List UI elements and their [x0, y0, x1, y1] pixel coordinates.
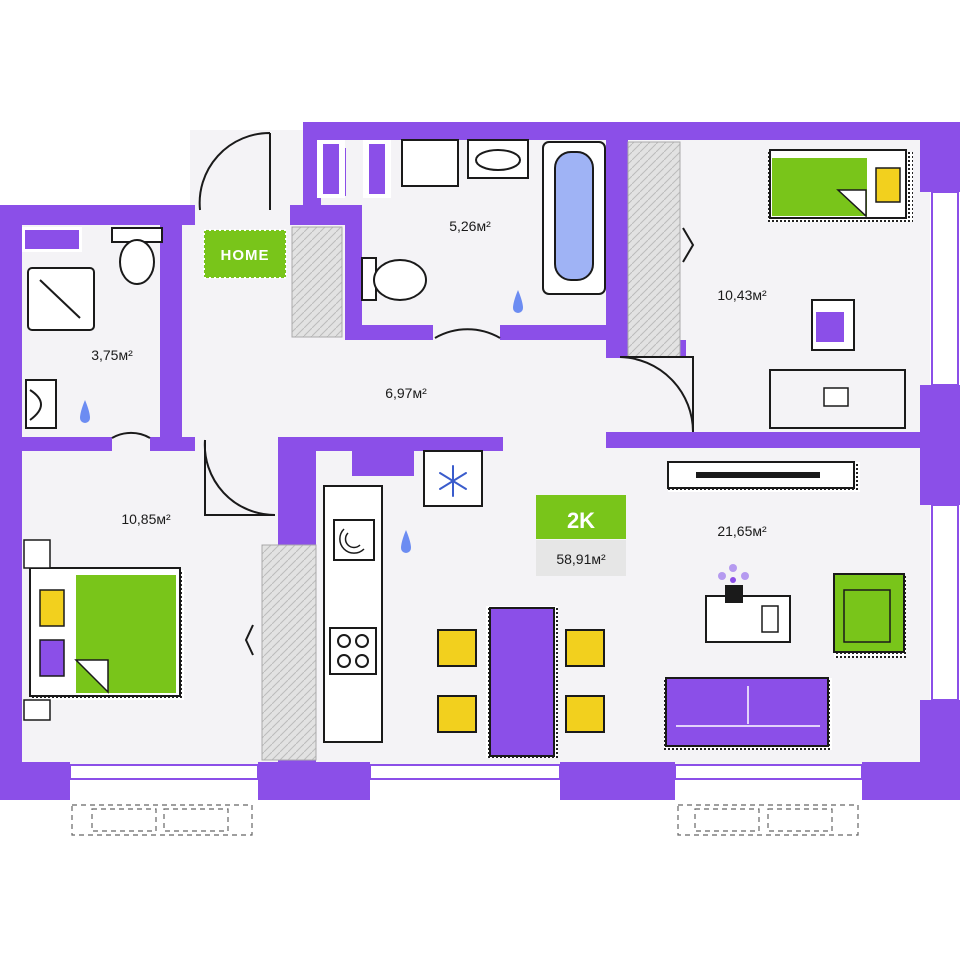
bedroom-left-furniture: [23, 539, 184, 721]
room-area-labels: 5,26м² 10,43м² 3,75м² 6,97м² 10,85м² 21,…: [91, 218, 767, 539]
bedroom-top-right-furniture: [768, 149, 913, 429]
wardrobes: [261, 141, 681, 761]
living-furniture: [664, 461, 906, 750]
area-label-bedroom-left: 10,85м²: [121, 511, 171, 527]
area-label-bathroom: 5,26м²: [449, 218, 491, 234]
snowflake-icon: [439, 465, 467, 497]
area-label-wc: 3,75м²: [91, 347, 133, 363]
home-badge-label: HOME: [221, 247, 270, 264]
kitchen-furniture: [323, 450, 483, 743]
washer-icon: [339, 528, 365, 554]
total-area-label: 58,91м²: [556, 551, 606, 567]
home-badge: HOME: [203, 229, 287, 279]
area-label-living-kitchen: 21,65м²: [717, 523, 767, 539]
flower-icon: [718, 564, 749, 603]
balcony-outlines: [71, 804, 859, 836]
bath-fixtures: [361, 139, 606, 301]
apartment-type-label: 2K: [567, 508, 595, 533]
area-label-bedroom-top-right: 10,43м²: [717, 287, 767, 303]
apartment-type-badge: 2K 58,91м²: [536, 495, 626, 576]
water-drop-icon: [80, 290, 523, 553]
niche-fill: [25, 144, 414, 476]
area-label-hall: 6,97м²: [385, 385, 427, 401]
windows: [69, 191, 959, 780]
wc-fixtures: [25, 227, 163, 429]
dining-set: [437, 606, 605, 758]
doors: [111, 131, 695, 656]
